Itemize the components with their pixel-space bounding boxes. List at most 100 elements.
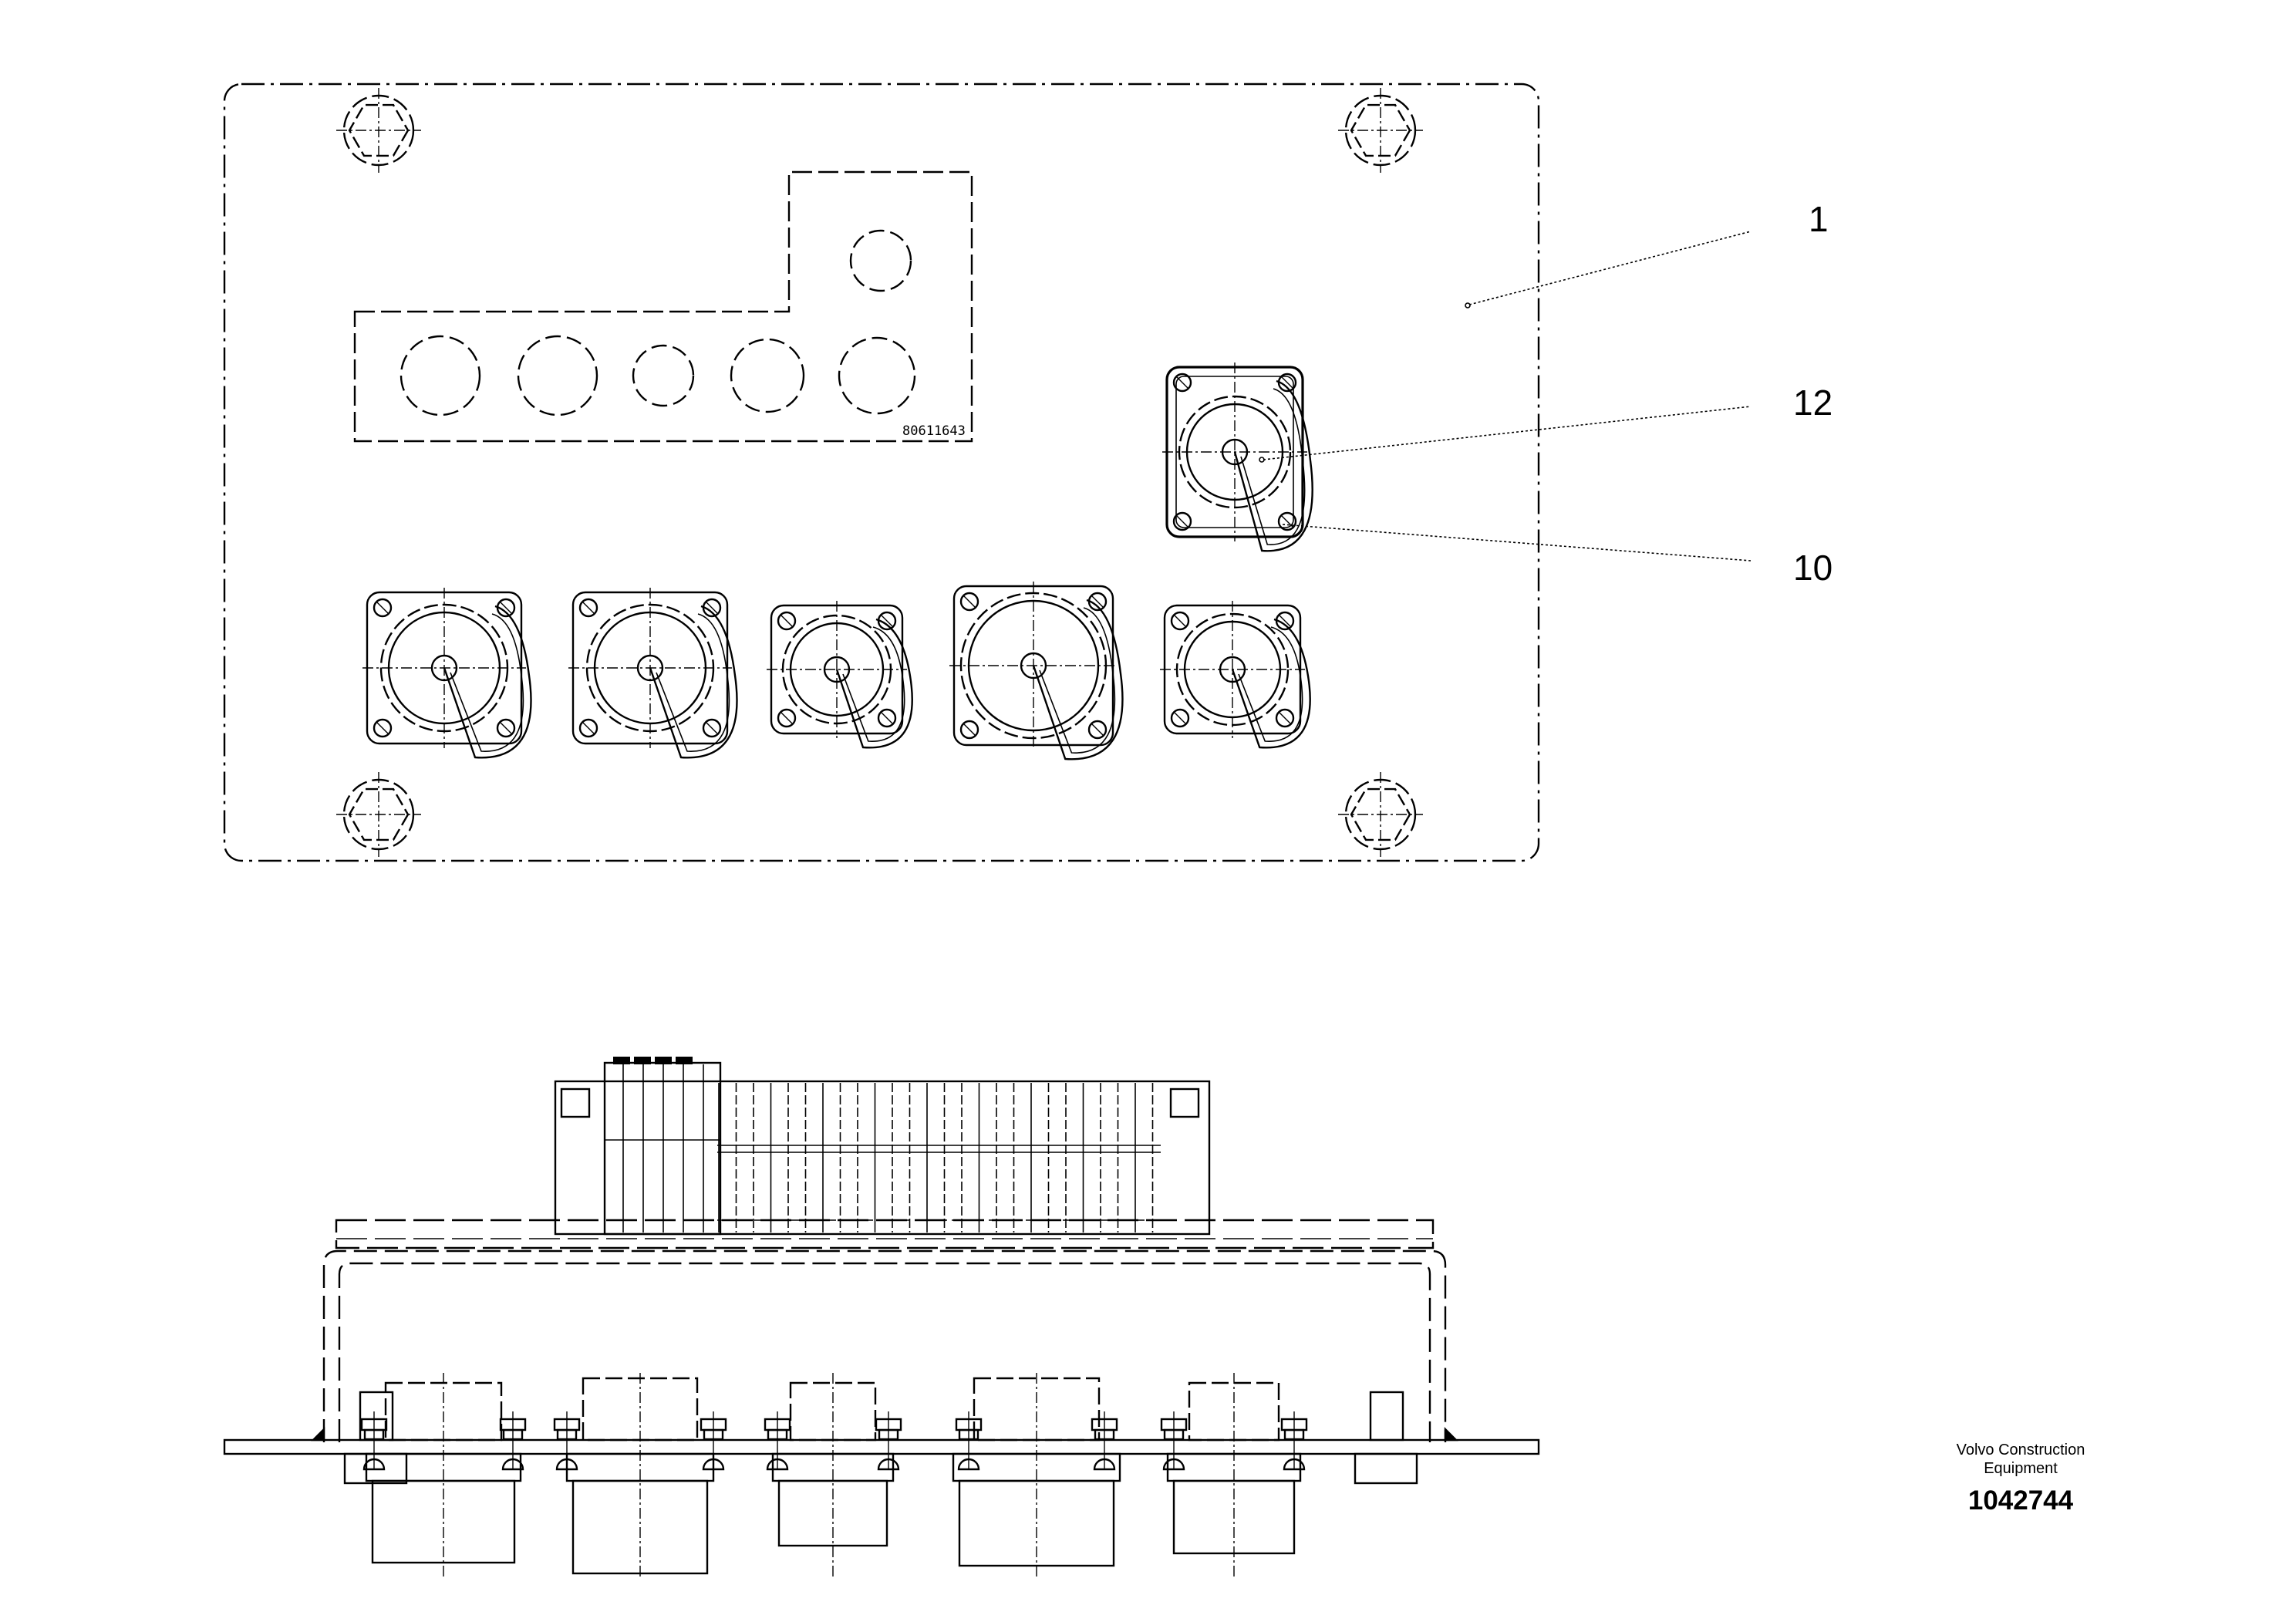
connector-screw-slot [1279, 712, 1291, 724]
connector-screw-slot [781, 712, 793, 724]
bracket-outline [322, 1249, 1447, 1442]
standoff-right [1354, 1391, 1418, 1485]
side-screw-head [1283, 1458, 1306, 1471]
connector-screw-slot [582, 722, 595, 734]
connector-screw [959, 720, 979, 740]
connector-screw-slot [1176, 515, 1188, 528]
corner-bolt-3 [336, 772, 421, 857]
connector-screw-slot [1174, 712, 1186, 724]
connector-screw-slot [1176, 376, 1188, 389]
connector-5 [1160, 601, 1311, 749]
connector-screw [702, 718, 722, 738]
bolt-hex [348, 103, 410, 157]
base-plate-side [223, 1438, 1540, 1455]
weld-right [1444, 1427, 1458, 1442]
connector-screw [1170, 611, 1190, 631]
connector-screw [1172, 511, 1192, 531]
connector-screw [578, 718, 598, 738]
leader-line-12 [1263, 406, 1752, 460]
terminal-block-body [554, 1080, 1211, 1236]
front-connectors [362, 363, 1313, 760]
corner-bolt-2 [1338, 88, 1423, 173]
terminal-end-left [560, 1088, 591, 1118]
connector-screw-slot [1281, 515, 1293, 528]
plate-marking: 80611643 [902, 423, 966, 439]
connector-screw [578, 598, 598, 618]
side-screw-head [362, 1458, 386, 1471]
connector-screw-slot [1174, 615, 1186, 627]
connector-screw [373, 598, 393, 618]
side-connector-4 [952, 1373, 1121, 1577]
connector-cap-strap [649, 605, 738, 759]
connector-cap-strap-inner [1238, 626, 1303, 742]
label-plate-holes [400, 229, 916, 416]
side-screw-head [501, 1458, 524, 1471]
connector-cap-strap [1231, 618, 1311, 749]
connector-screw-slot [1279, 615, 1291, 627]
corner-bolt-1 [336, 88, 421, 173]
connector-screw-slot [881, 712, 893, 724]
connector-cap-strap-inner [1039, 607, 1116, 754]
document-number: 1042744 [1967, 1485, 2074, 1516]
callout-1: 1 [1809, 199, 1829, 239]
connector-screw-slot [376, 722, 389, 734]
connector-screw [373, 718, 393, 738]
label-hole-2 [517, 335, 598, 416]
front-view: 80611643 1 12 10 [223, 83, 1832, 862]
label-hole-4 [730, 338, 805, 413]
terminal-block [554, 1057, 1211, 1236]
label-hole-5 [838, 336, 916, 415]
bolt-hex [1350, 787, 1411, 841]
bracket-inner [338, 1262, 1431, 1442]
side-screw-head [702, 1458, 725, 1471]
side-screw-head [555, 1458, 578, 1471]
connector-screw-slot [706, 602, 718, 614]
connector-screw-slot [706, 722, 718, 734]
connector-cap-strap [1032, 599, 1124, 760]
connector-2 [568, 588, 738, 759]
leader-dot-1 [1465, 302, 1471, 309]
publisher-block: Volvo Construction Equipment 1042744 [1905, 1441, 2136, 1518]
leader-line-10 [1282, 524, 1752, 561]
label-plate-outline [353, 170, 973, 443]
side-screw-head [957, 1458, 980, 1471]
side-screw-head [877, 1458, 900, 1471]
connector-cap-strap-inner [656, 613, 730, 752]
terminal-slices [605, 1064, 1154, 1233]
side-view [223, 1057, 1540, 1577]
connector-screw-slot [500, 722, 512, 734]
leader-lines [1259, 231, 1752, 561]
connector-cap-strap [443, 605, 532, 759]
label-hole-6 [849, 229, 912, 292]
weld-left [311, 1427, 325, 1442]
connector-screw-slot [1091, 595, 1104, 608]
terminal-end-right [1169, 1088, 1200, 1118]
publisher-name-line2: Equipment [1984, 1460, 2058, 1477]
connector-screw [1087, 720, 1108, 740]
connector-1 [362, 588, 532, 759]
connector-screw-slot [881, 615, 893, 627]
bolt-hex [348, 787, 410, 841]
connector-screw-slot [963, 595, 976, 608]
side-connector-5 [1160, 1373, 1308, 1577]
callout-12: 12 [1793, 383, 1832, 423]
corner-bolt-4 [1338, 772, 1423, 857]
corner-bolts [336, 88, 1423, 857]
side-screw-head [1162, 1458, 1185, 1471]
connector-cap-strap-inner [450, 613, 524, 752]
connector-screw-slot [500, 602, 512, 614]
connector-6 [1162, 363, 1313, 552]
side-connector-1 [360, 1373, 527, 1577]
connector-cap-strap [835, 618, 913, 749]
leader-dot-12 [1259, 457, 1265, 463]
bolt-hex [1350, 103, 1411, 157]
connector-screw [496, 718, 516, 738]
connector-screw-slot [781, 615, 793, 627]
connector-screw-slot [1091, 723, 1104, 736]
connector-screw-slot [582, 602, 595, 614]
side-screw-head [1093, 1458, 1116, 1471]
connector-screw-slot [1281, 376, 1293, 389]
connector-screw [777, 708, 797, 728]
publisher-name-line1: Volvo Construction [1956, 1442, 2085, 1458]
